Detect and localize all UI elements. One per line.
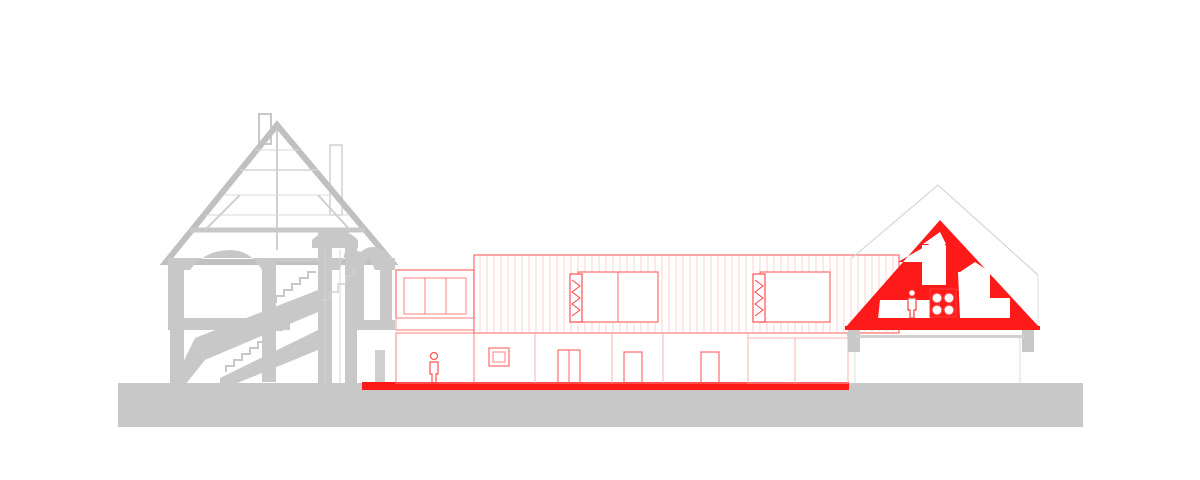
door-3	[700, 351, 720, 384]
ground-floor-hall	[395, 332, 849, 384]
scale-figure-person	[429, 351, 439, 384]
upper-window-2	[759, 271, 831, 323]
main-volume-upper	[473, 254, 900, 334]
upper-floor-arches	[168, 250, 395, 330]
main-staircase	[195, 290, 318, 360]
facade-cladding-lines	[479, 256, 894, 332]
ground-section	[118, 382, 1083, 427]
barn-roof-outline	[159, 120, 399, 265]
existing-barn-left	[159, 113, 399, 385]
new-floor-slab	[362, 382, 849, 390]
ground-slab	[118, 383, 1083, 427]
new-roof-insert	[845, 220, 1040, 328]
decorative-panel-2	[752, 273, 766, 323]
decorative-panel-1	[569, 273, 583, 323]
link-corridor-upper	[395, 269, 475, 319]
small-window	[488, 347, 510, 367]
door-2	[623, 351, 643, 384]
interior-fixtures	[929, 288, 957, 318]
existing-barn-right	[845, 184, 1040, 383]
new-extension-center	[395, 254, 900, 384]
scale-figure-attic	[907, 289, 917, 319]
